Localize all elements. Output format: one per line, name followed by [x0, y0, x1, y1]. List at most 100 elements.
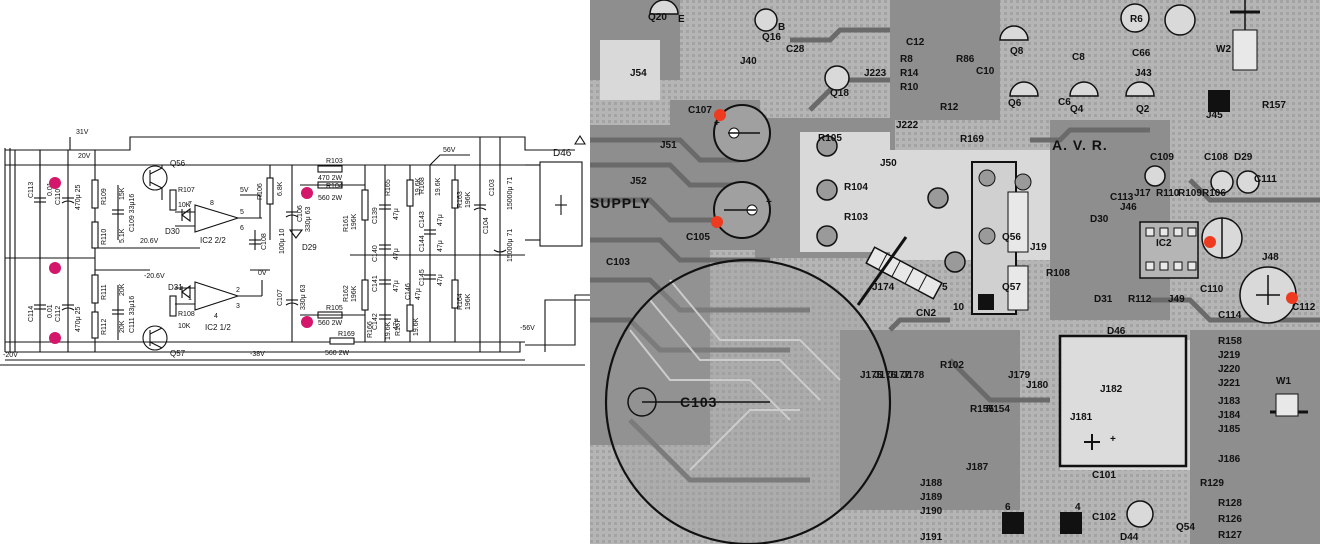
r108-value: 10K	[178, 323, 191, 330]
pcb-c114-label: C114	[1218, 310, 1242, 321]
pcb-r105-label: R105	[818, 133, 842, 144]
c113-value: 0.01	[47, 182, 54, 196]
pcb-c12-label: C12	[906, 37, 925, 48]
r167-value: 19.6K	[413, 317, 420, 336]
pcb-q16-base: B	[778, 22, 785, 33]
r163-value: 196K	[465, 191, 472, 208]
pcb-pad-6-label: 6	[1005, 502, 1011, 513]
pcb-r102-label: R102	[940, 360, 964, 371]
c110-label: C110	[55, 189, 62, 205]
pcb-r155-label: R155	[970, 404, 994, 415]
pcb-r10-label: R10	[900, 82, 919, 93]
c112-value: 470μ 25	[75, 306, 82, 332]
r104-value: 560 2W	[318, 195, 343, 202]
pcb-j180-label: J180	[1026, 380, 1049, 391]
pcb-r158-label: R158	[1218, 336, 1242, 347]
ic2-pin1: 1	[188, 295, 192, 302]
c140-label: C140	[372, 245, 379, 262]
pcb-j52-label: J52	[630, 176, 647, 187]
ic2-1of2-label: IC2 1/2	[205, 323, 231, 332]
pcb-c103-small-label: C103	[606, 257, 630, 268]
pcb-j17-label: J17	[1134, 188, 1151, 199]
pcb-j19-label: J19	[1030, 242, 1047, 253]
marker-c107[interactable]	[301, 316, 313, 328]
pcb-q4-label: Q4	[1070, 104, 1084, 115]
c143-value: 47μ	[437, 214, 444, 226]
pcb-r12-label: R12	[940, 102, 959, 113]
rail-0v-label: 0V	[258, 270, 267, 277]
ic2-pin3: 3	[236, 303, 240, 310]
pcb-c105-polarity: +	[766, 197, 772, 208]
pcb-d46-label: D46	[1107, 326, 1126, 337]
c107-value: 330μ 63	[300, 284, 307, 310]
c140-value: 47μ	[393, 248, 400, 260]
node-20-6v-label: 20.6V	[140, 238, 159, 245]
pcb-r127-label: R127	[1218, 530, 1242, 541]
r164-value: 196K	[465, 293, 472, 310]
pcb-j190-label: J190	[920, 506, 943, 517]
r163-label: R163	[457, 191, 464, 208]
pcb-c108-label: C108	[1204, 152, 1228, 163]
pcb-q20-emitter: E	[678, 14, 685, 25]
r166-label: R166	[367, 321, 374, 338]
r161-value: 196K	[351, 213, 358, 230]
r103-value: 470 2W	[318, 175, 343, 182]
pcb-j183-label: J183	[1218, 396, 1241, 407]
pcb-c105-label: C105	[686, 232, 710, 243]
pcb-marker-c112[interactable]	[1286, 292, 1298, 304]
c106-label: C106	[297, 205, 304, 222]
r103-label: R103	[326, 158, 343, 165]
ic2-pin2: 2	[236, 287, 240, 294]
pcb-r110-label: R110	[1156, 188, 1180, 199]
ic2-pin5: 5	[240, 209, 244, 216]
pcb-q54-label: Q54	[1176, 522, 1195, 533]
pcb-d46-polarity: +	[1110, 434, 1116, 445]
r104-label: R104	[326, 183, 343, 190]
r168-value: 19.6K	[435, 177, 442, 196]
d46-schematic-label: D46	[553, 148, 572, 159]
pcb-d31-label: D31	[1094, 294, 1113, 305]
pcb-j50-label: J50	[880, 158, 897, 169]
pcb-c66-label: C66	[1132, 48, 1151, 59]
r109-label: R109	[101, 188, 108, 205]
marker-c112-top[interactable]	[49, 262, 61, 274]
c145-value: 47μ	[437, 274, 444, 286]
c142-value: 47μ	[393, 318, 400, 330]
marker-c112-bottom[interactable]	[49, 332, 61, 344]
pcb-c102-label: C102	[1092, 512, 1116, 523]
r168-label: R168	[419, 177, 426, 194]
r107-label: R107	[178, 187, 195, 194]
pcb-j219-label: J219	[1218, 350, 1241, 361]
pcb-c113-label: C113	[1110, 192, 1134, 203]
r162-label: R162	[343, 285, 350, 302]
pcb-marker-c110[interactable]	[1204, 236, 1216, 248]
pcb-j222-label: J222	[896, 120, 919, 131]
c109-label: C109 33μ16	[129, 194, 136, 232]
pcb-j49-label: J49	[1168, 294, 1185, 305]
marker-c106[interactable]	[301, 187, 313, 199]
ic2-pin4: 4	[214, 313, 218, 320]
c139-label: C139	[372, 207, 379, 224]
c114-value: 0.01	[47, 304, 54, 318]
pcb-pad-10-label: 10	[953, 302, 965, 313]
pcb-r103-label: R103	[844, 212, 868, 223]
pcb-j221-label: J221	[1218, 378, 1241, 389]
rail-31v-label: 31V	[76, 129, 89, 136]
pcb-j179-label: J179	[1008, 370, 1031, 381]
d31-label: D31	[168, 283, 183, 292]
c111-label: C111 33μ16	[129, 296, 136, 333]
pcb-c10-label: C10	[976, 66, 995, 77]
ic2-pin6: 6	[240, 225, 244, 232]
c145-label: C145	[419, 269, 426, 286]
r162-value: 196K	[351, 285, 358, 302]
pcb-marker-c105[interactable]	[711, 216, 723, 228]
rail-minus20v-label: -20V	[3, 352, 18, 359]
pcb-marker-c107[interactable]	[714, 109, 726, 121]
pcb-r169-label: R169	[960, 134, 984, 145]
r106-label: R106	[257, 183, 264, 200]
marker-c110[interactable]	[49, 177, 61, 189]
pcb-j186-label: J186	[1218, 454, 1241, 465]
r165-label: R165	[385, 179, 392, 196]
pcb-pad-4-label: 4	[1075, 502, 1081, 513]
pcb-q16-label: Q16	[762, 32, 781, 43]
